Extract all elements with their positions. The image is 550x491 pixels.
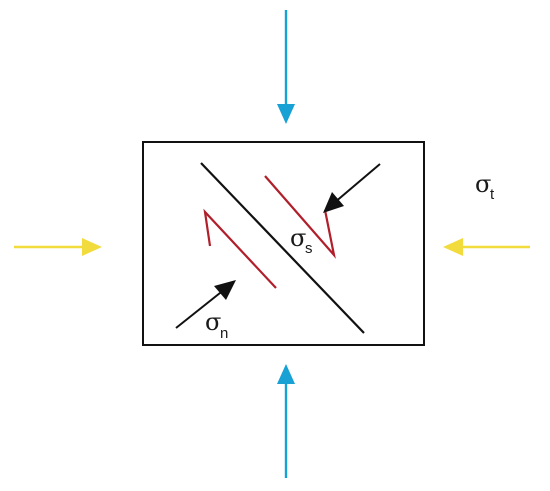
shear-stress-arrow-shaft [333, 163, 381, 204]
sigma-t-label: σ t [475, 170, 495, 203]
sigma-t-symbol: σ [475, 170, 491, 198]
top-compression-arrowhead [277, 104, 295, 124]
fault-plane [200, 162, 365, 334]
sigma-s-subscript: s [305, 240, 313, 257]
normal-stress-arrow-shaft [175, 288, 226, 329]
sigma-s-label: σ s [290, 224, 313, 257]
slip-arrow-upper [264, 175, 336, 259]
slip-arrow-lower [203, 208, 277, 289]
sigma-n-label: σ n [205, 308, 228, 342]
left-compression-arrowhead [82, 238, 102, 256]
rock-block [142, 141, 425, 346]
bottom-compression-arrowhead [277, 364, 295, 384]
right-compression-arrowhead [443, 238, 463, 256]
normal-stress-arrowhead [214, 280, 236, 300]
sigma-s-symbol: σ [290, 224, 306, 252]
sigma-t-subscript: t [490, 186, 495, 203]
sigma-n-symbol: σ [205, 308, 221, 336]
sigma-n-subscript: n [220, 325, 228, 342]
shear-stress-arrowhead [323, 192, 344, 213]
